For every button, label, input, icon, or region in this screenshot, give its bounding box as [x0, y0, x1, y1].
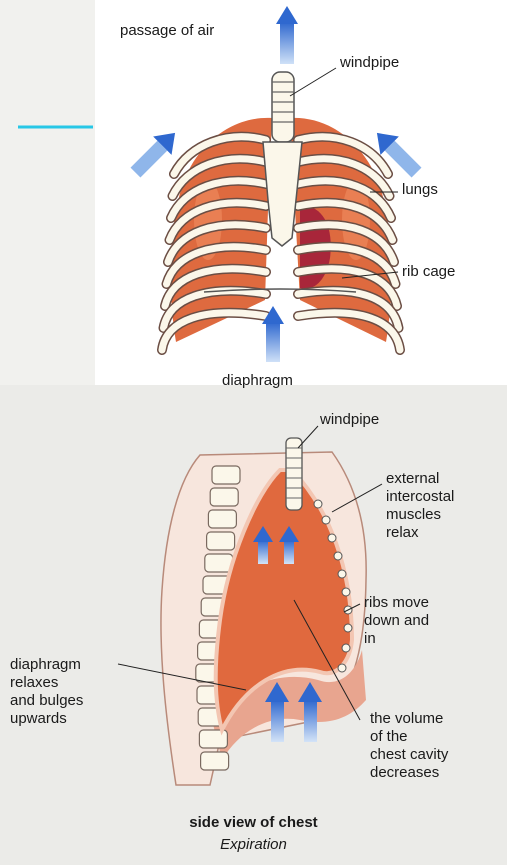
- windpipe: [272, 72, 294, 142]
- label-ribs-move: ribs move down and in: [364, 594, 429, 648]
- label-diaphragm-relaxes: diaphragm relaxes and bulges upwards: [10, 656, 83, 728]
- rib-cross-section: [342, 588, 350, 596]
- front-view-diagram: [0, 0, 507, 400]
- arrow-up-top: [276, 6, 298, 64]
- vertebra: [208, 510, 236, 528]
- rib-cross-section: [338, 664, 346, 672]
- label-windpipe-side: windpipe: [320, 411, 379, 429]
- caption-title: side view of chest: [0, 814, 507, 831]
- leader-windpipe: [290, 68, 336, 96]
- label-diaphragm-front: diaphragm: [222, 372, 293, 390]
- rib-cross-section: [328, 534, 336, 542]
- caption-subtitle: Expiration: [0, 836, 507, 853]
- rib-cross-section: [322, 516, 330, 524]
- label-lungs: lungs: [402, 181, 438, 199]
- vertebra: [212, 466, 240, 484]
- rib-cross-section: [342, 644, 350, 652]
- vertebra: [201, 752, 229, 770]
- label-windpipe-front: windpipe: [340, 54, 399, 72]
- vertebra: [199, 730, 227, 748]
- label-rib-cage: rib cage: [402, 263, 455, 281]
- label-volume: the volume of the chest cavity decreases: [370, 710, 448, 782]
- label-passage-of-air: passage of air: [120, 22, 214, 40]
- vertebra: [210, 488, 238, 506]
- rib-cross-section: [338, 570, 346, 578]
- rib-cross-section: [314, 500, 322, 508]
- leader-side-windpipe: [298, 426, 318, 448]
- rib-cross-section: [334, 552, 342, 560]
- label-external-intercostal: external intercostal muscles relax: [386, 470, 454, 542]
- vertebra: [207, 532, 235, 550]
- rib-cross-section: [344, 624, 352, 632]
- side-windpipe: [286, 438, 302, 510]
